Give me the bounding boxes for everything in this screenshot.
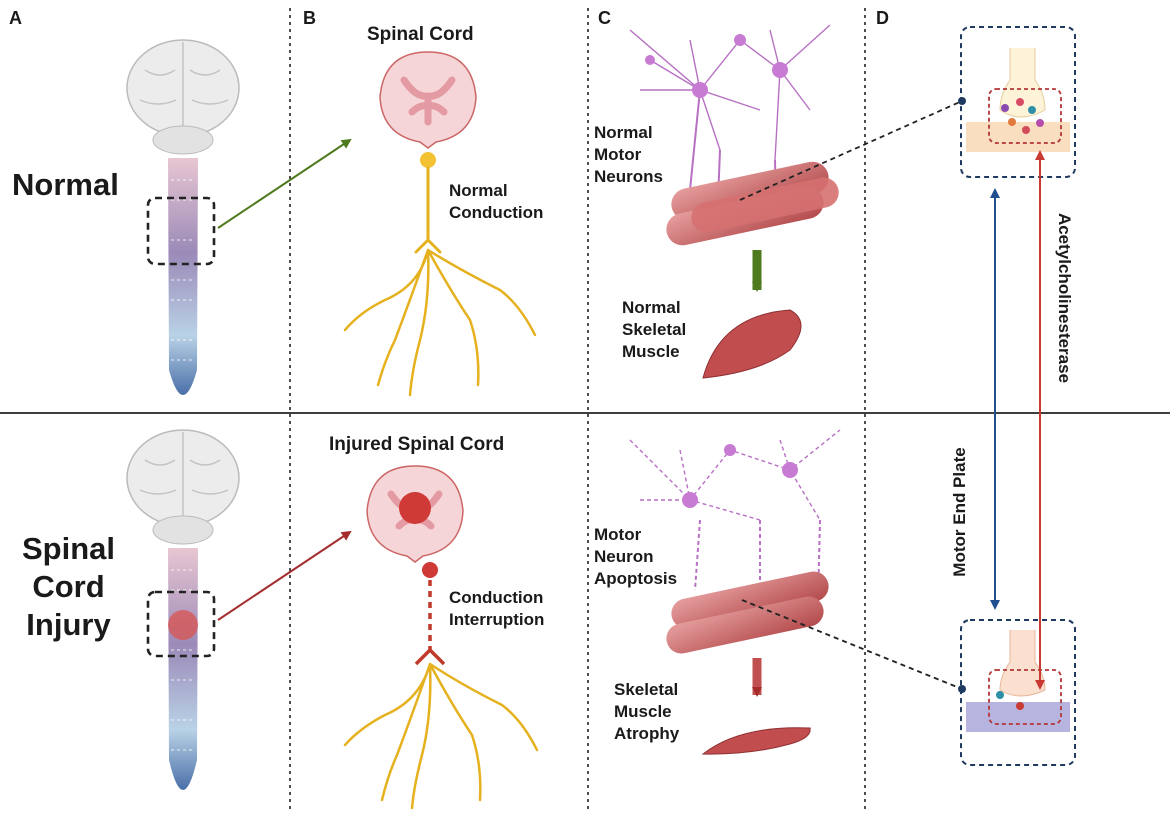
normal-conduction-label: Normal Conduction <box>449 180 543 224</box>
muscle-bundle-injured <box>666 571 829 654</box>
acetylcholinesterase-label: Acetylcholinesterase <box>1055 212 1074 384</box>
normal-pointer-arrow <box>217 138 352 229</box>
skeletal-muscle-normal <box>702 309 802 379</box>
injury-pointer-arrow <box>217 530 352 621</box>
normal-neurons-line-2: Motor <box>594 145 642 164</box>
panel-label-a: A <box>9 8 22 28</box>
brain-normal <box>126 39 240 155</box>
panel-label-c: C <box>598 8 611 28</box>
synapse-injury <box>966 630 1070 732</box>
synapse-box-injury <box>960 619 1076 766</box>
nerve-injured <box>343 662 539 810</box>
interruption-line-1: Conduction <box>449 588 544 607</box>
injury-line-1: Spinal <box>22 531 116 566</box>
normal-muscle-line-1: Normal <box>622 298 681 317</box>
interruption-fork <box>414 647 446 666</box>
skeletal-muscle-atrophy-label: Skeletal Muscle Atrophy <box>614 679 679 745</box>
skeletal-muscle-atrophy <box>701 727 811 755</box>
apoptosis-line-2: Neuron <box>594 547 654 566</box>
cord-cross-section-injured <box>366 465 464 563</box>
synapse-normal <box>966 48 1070 152</box>
focus-box-normal <box>146 196 216 266</box>
spinal-cord-title: Spinal Cord <box>367 24 474 45</box>
normal-neurons-line-1: Normal <box>594 123 653 142</box>
atrophy-line-2: Muscle <box>614 702 672 721</box>
panel-label-b: B <box>303 8 316 28</box>
focus-box-injury <box>146 590 216 658</box>
motor-neuron-apoptosis-label: Motor Neuron Apoptosis <box>594 524 677 590</box>
normal-muscle-line-2: Skeletal <box>622 320 687 339</box>
motor-end-plate-label: Motor End Plate <box>950 447 969 577</box>
neuron-bodies-injured <box>682 444 798 508</box>
normal-neurons-line-3: Neurons <box>594 167 663 186</box>
conduction-interruption-label: Conduction Interruption <box>449 587 544 631</box>
injury-line-3: Injury <box>26 607 111 642</box>
connector-line-normal <box>739 100 963 201</box>
injured-nerve-cell-body <box>422 562 438 578</box>
apoptosis-line-3: Apoptosis <box>594 569 678 588</box>
nerve-normal <box>343 166 537 397</box>
cord-cross-section-normal <box>379 51 477 149</box>
nerve-cell-body <box>420 152 436 168</box>
normal-conduction-line-2: Conduction <box>449 203 544 222</box>
row-label-injury: Spinal Cord Injury <box>22 530 115 644</box>
normal-muscle-line-3: Muscle <box>622 342 680 361</box>
synapse-box-normal <box>960 26 1076 178</box>
panel-label-d: D <box>876 8 889 28</box>
injury-line-2: Cord <box>32 569 105 604</box>
panel-dividers <box>289 8 866 812</box>
spinal-column-injury <box>168 548 198 790</box>
normal-skeletal-muscle-label: Normal Skeletal Muscle <box>622 297 686 363</box>
connector-line-injury <box>741 599 963 690</box>
normal-motor-neurons-label: Normal Motor Neurons <box>594 122 663 188</box>
apoptosis-line-1: Motor <box>594 525 642 544</box>
muscle-bundle-normal <box>666 161 839 246</box>
normal-conduction-line-1: Normal <box>449 181 508 200</box>
atrophy-line-3: Atrophy <box>614 724 680 743</box>
atrophy-line-1: Skeletal <box>614 680 679 699</box>
lesion-marker <box>168 610 198 640</box>
interruption-line-2: Interruption <box>449 610 545 629</box>
row-label-normal: Normal <box>12 167 119 202</box>
brain-injury <box>126 429 240 545</box>
injured-spinal-cord-title: Injured Spinal Cord <box>329 434 505 455</box>
neuron-bodies-normal <box>645 34 788 98</box>
spinal-column-normal <box>168 158 198 395</box>
